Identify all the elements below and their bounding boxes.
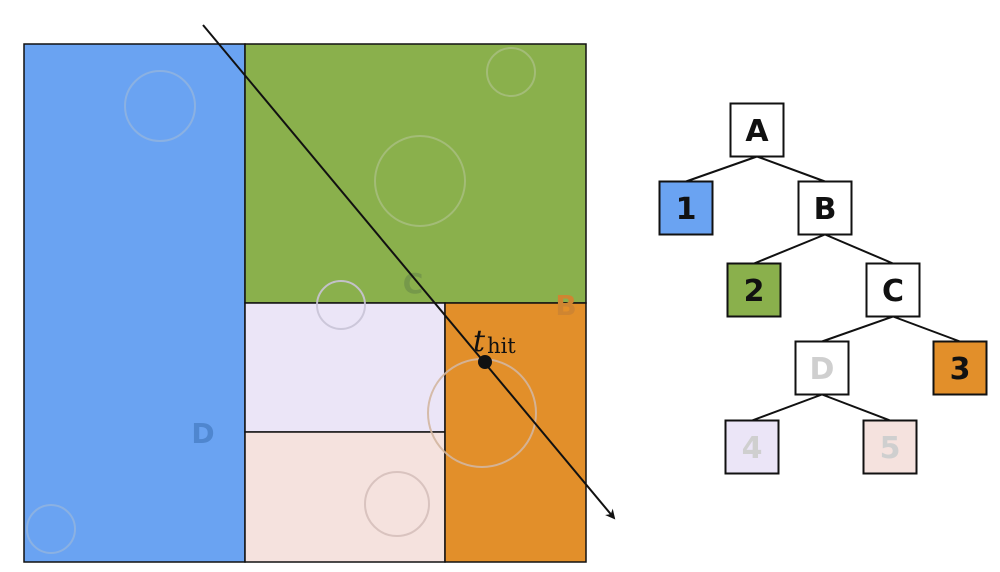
region-lavender	[244, 302, 446, 433]
primitive-circles	[26, 47, 537, 554]
tree-node-box	[797, 180, 853, 236]
tree-node-4: 4	[724, 419, 780, 475]
tree-node-box	[794, 340, 850, 396]
tree-node-box	[729, 102, 785, 158]
region-green	[244, 43, 587, 304]
region-pink	[244, 431, 446, 563]
tree-node-a: A	[729, 102, 785, 158]
tree-edge-c-d	[821, 315, 894, 343]
tree-node-box	[658, 180, 714, 236]
tree-node-label: 1	[676, 192, 697, 227]
ray-arrow	[202, 24, 616, 520]
tree-node-1: 1	[658, 180, 714, 236]
tree-node-label: D	[810, 352, 835, 387]
tree-edge-a-b	[756, 155, 826, 183]
tree-node-label: 3	[950, 352, 971, 387]
circle-primitive	[374, 135, 466, 227]
tree-node-label: C	[882, 274, 904, 309]
tree-node-box	[862, 419, 918, 475]
circle-primitive	[364, 471, 430, 537]
hit-label-subscript: hit	[487, 334, 516, 358]
tree-node-label: B	[814, 192, 837, 227]
scene: D C B thit	[23, 24, 616, 563]
tree-edges	[685, 155, 961, 422]
tree-node-label: 4	[742, 431, 763, 466]
circle-primitive	[124, 70, 196, 142]
tree-node-5: 5	[862, 419, 918, 475]
tree-edge-c-3	[892, 315, 961, 343]
region-orange	[444, 302, 587, 563]
tree-node-label: 5	[880, 431, 901, 466]
tree-node-box	[724, 419, 780, 475]
tree-node-box	[726, 262, 782, 318]
region-label-d: D	[191, 417, 214, 450]
tree-node-2: 2	[726, 262, 782, 318]
tree-edge-b-2	[753, 233, 826, 265]
tree-edge-d-4	[751, 393, 823, 422]
tree-edge-b-c	[824, 233, 894, 265]
tree-node-c: C	[865, 262, 921, 318]
tree-edge-d-5	[821, 393, 891, 422]
tree-node-box	[865, 262, 921, 318]
circle-primitive	[26, 504, 76, 554]
hit-point	[478, 355, 492, 369]
circle-primitive	[316, 280, 366, 330]
tree-node-label: A	[745, 114, 769, 149]
region-label-c: C	[403, 267, 424, 300]
tree-nodes: A 1 B 2 C D 3 4 5	[658, 102, 988, 475]
tree-node-label: 2	[744, 274, 765, 309]
tree-node-box	[932, 340, 988, 396]
tree-node-3: 3	[932, 340, 988, 396]
circle-primitive	[486, 47, 536, 97]
hit-label: thit	[473, 324, 516, 359]
region-label-b: B	[555, 289, 576, 322]
bvh-tree: A 1 B 2 C D 3 4 5	[658, 102, 988, 475]
region-blue	[23, 43, 246, 563]
tree-edge-a-1	[685, 155, 758, 183]
tree-node-d: D	[794, 340, 850, 396]
tree-node-b: B	[797, 180, 853, 236]
